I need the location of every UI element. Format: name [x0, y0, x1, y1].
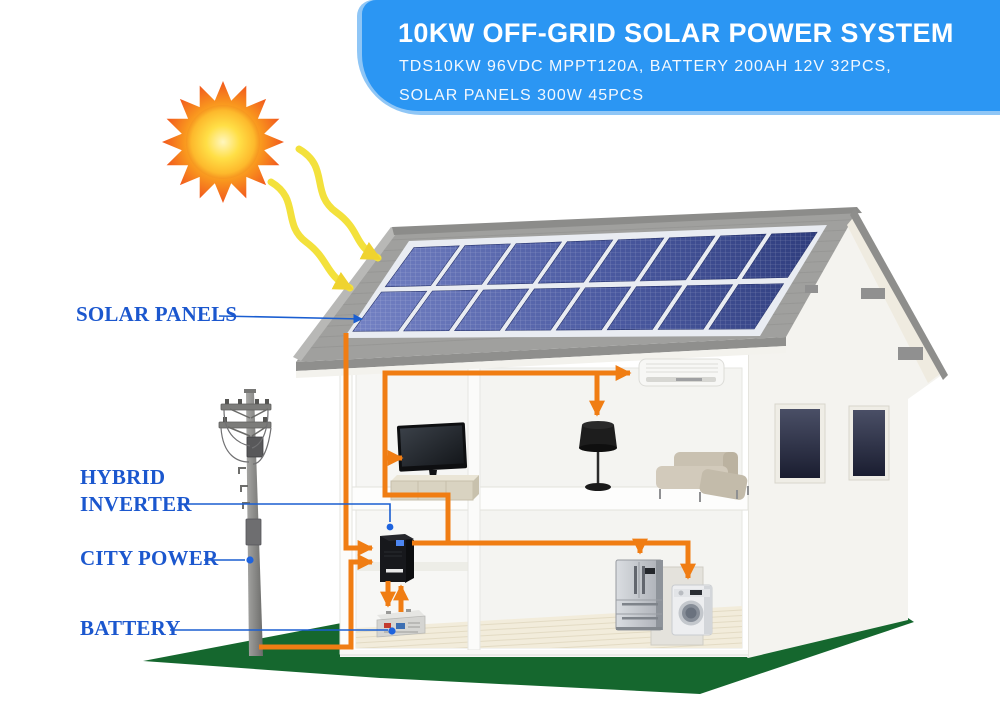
room-divider	[467, 367, 481, 651]
utility-pole	[218, 389, 272, 656]
fridge	[615, 559, 663, 631]
sun-ray-arrow	[295, 145, 382, 262]
roof-right-rake-board	[847, 213, 944, 383]
leader-dot-inverter	[386, 523, 394, 531]
label-battery: BATTERY	[80, 616, 181, 640]
roof-ridge-cap	[392, 207, 862, 235]
leader-dot-city-power	[246, 556, 254, 564]
window	[774, 403, 826, 484]
roof-right-rake-edge	[850, 208, 948, 380]
sun-ray-arrows	[267, 145, 382, 292]
wiring	[259, 333, 697, 650]
wire-citypower-to-inverter	[259, 553, 374, 650]
roof-left-rake	[293, 227, 399, 361]
tv	[396, 422, 468, 480]
eave-soffit	[296, 346, 786, 378]
sofa	[656, 452, 749, 502]
header-subtitle-line2: SOLAR PANELS 300W 45PCS	[399, 87, 645, 104]
wire-panel-to-inverter	[343, 333, 374, 557]
label-city-power: CITY POWER	[80, 546, 219, 570]
eave-fascia	[296, 337, 786, 371]
rake-bracket	[805, 285, 818, 293]
air-conditioner	[638, 358, 725, 387]
leader-hybrid-inverter	[178, 503, 391, 522]
window	[848, 405, 890, 481]
wire-inverter-to-washer	[412, 540, 697, 580]
label-solar-panels: SOLAR PANELS	[76, 302, 238, 326]
label-hybrid-inverter: HYBRID INVERTER	[80, 465, 192, 516]
sun-ray-arrow	[267, 178, 354, 292]
callout-leaders	[170, 314, 391, 631]
leader-solar-panels	[218, 314, 363, 324]
rake-bracket	[898, 347, 923, 360]
solar-panel-array	[344, 225, 827, 338]
house-right-wall	[748, 212, 946, 658]
wire-branch-upstairs-ac	[382, 364, 632, 543]
hybrid-inverter-unit	[380, 534, 414, 583]
page-title: 10KW OFF-GRID SOLAR POWER SYSTEM	[398, 18, 954, 48]
header-subtitle-line1: TDS10KW 96VDC MPPT120A, BATTERY 200AH 12…	[399, 58, 892, 75]
header-banner: 10KW OFF-GRID SOLAR POWER SYSTEM TDS10KW…	[362, 0, 1000, 111]
washing-machine	[671, 584, 713, 636]
floor-lamp	[579, 421, 617, 491]
house	[293, 207, 948, 658]
leader-dot-battery	[388, 627, 396, 635]
sun-icon	[162, 81, 284, 203]
rake-bracket	[861, 288, 885, 299]
